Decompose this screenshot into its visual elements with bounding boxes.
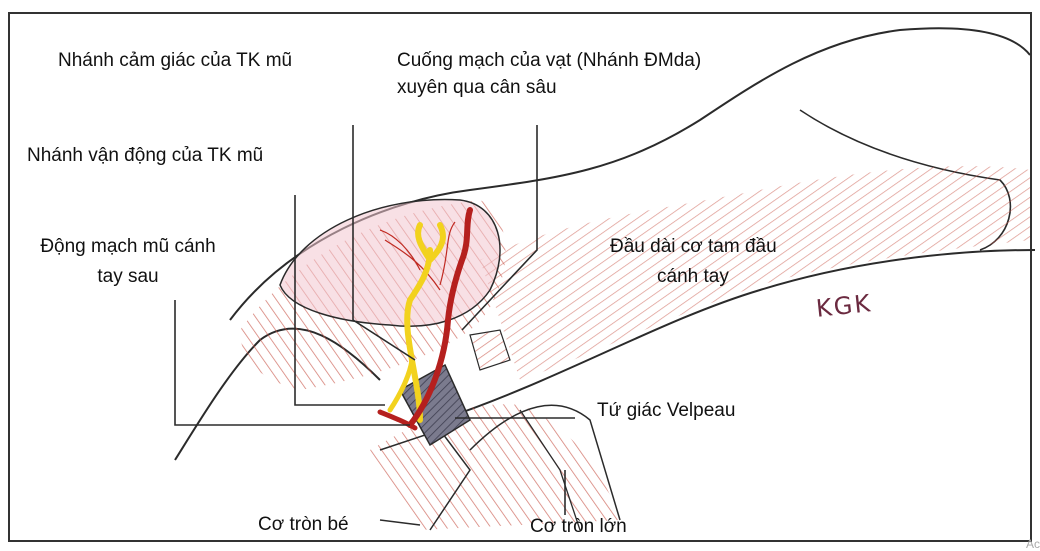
label-pedicle-line1: Cuống mạch của vạt (Nhánh ĐMda) (397, 50, 701, 72)
label-velpeau: Tứ giác Velpeau (597, 400, 735, 422)
leader-teres-minor (380, 520, 420, 525)
label-motor-branch: Nhánh vận động của TK mũ (27, 145, 263, 167)
label-artery-line2: tay sau (8, 266, 248, 288)
label-sensory-branch: Nhánh cảm giác của TK mũ (58, 50, 292, 72)
label-artery-line1: Động mạch mũ cánh (8, 236, 248, 258)
label-triceps-line2: cánh tay (657, 266, 729, 288)
small-quadrangle (470, 330, 510, 370)
watermark: Ac (1026, 537, 1040, 551)
artist-signature: KGK (815, 289, 874, 323)
triceps-muscle-region (480, 166, 1030, 380)
label-teres-minor: Cơ tròn bé (258, 514, 349, 536)
label-triceps-line1: Đầu dài cơ tam đầu (610, 236, 777, 258)
label-teres-major: Cơ tròn lớn (530, 516, 627, 538)
label-pedicle-line2: xuyên qua cân sâu (397, 77, 557, 99)
